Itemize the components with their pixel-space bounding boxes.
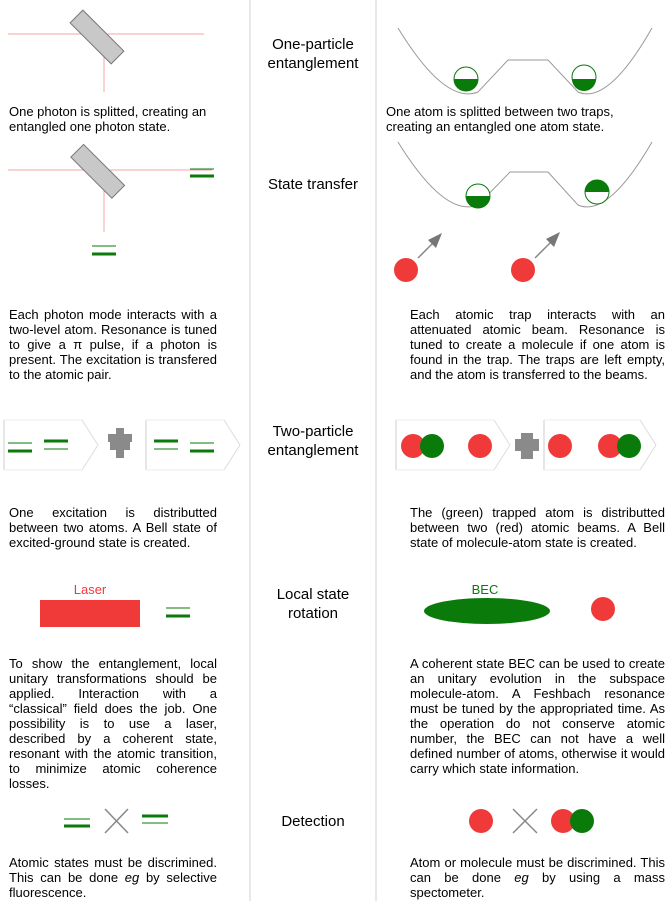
right-caption-5-eg: eg — [514, 870, 529, 885]
bell-state-atoms-diagram — [3, 419, 241, 471]
right-caption-2: Each atomic trap interacts with an atten… — [410, 307, 665, 382]
cross-icon-right — [512, 808, 538, 834]
heading-state-transfer: State transfer — [267, 176, 359, 193]
red-atom-bec — [591, 597, 615, 621]
detect-atom — [469, 809, 493, 833]
cross-icon-left — [104, 808, 129, 834]
atom-ground-b — [190, 442, 214, 453]
beam-splitter-diagram — [8, 9, 204, 92]
right-caption-3: The (green) trapped atom is distributted… — [410, 505, 665, 550]
laser-label: Laser — [73, 582, 107, 597]
left-caption-5-a: Atomic states must be discrimined. This … — [9, 855, 217, 885]
atom-state-1 — [64, 818, 90, 828]
bec-label: BEC — [471, 582, 499, 597]
half-atom-right-2 — [584, 179, 610, 205]
trap-beam-diagram — [394, 141, 653, 282]
right-caption-5-a: Atom or molecule must be discrimined. Th… — [410, 855, 665, 885]
heading-local-rotation: Local state rotation — [276, 586, 350, 622]
right-caption-5: Atom or molecule must be discrimined. Th… — [410, 855, 665, 900]
atom-beam-b — [548, 434, 572, 458]
bec-cloud — [424, 598, 550, 624]
two-level-atom-right — [190, 168, 214, 178]
beam-splitter — [69, 9, 125, 65]
right-caption-5-b: by using a mass spectometer. — [410, 870, 665, 900]
left-caption-5-b: by selective fluorescence. — [9, 870, 217, 900]
detect-molecule — [551, 809, 594, 833]
arrow-head-right — [546, 232, 560, 247]
right-caption-1: One atom is splitted between two traps, … — [386, 104, 614, 134]
left-caption-1: One photon is splitted, creating an enta… — [9, 104, 207, 134]
atom-state-2 — [142, 814, 168, 824]
two-level-atom-laser — [166, 607, 190, 618]
heading-one-particle: One-particle entanglement — [267, 36, 359, 72]
atom-ground-a — [8, 442, 32, 453]
laser-block — [40, 600, 140, 627]
two-level-atom-bottom — [92, 245, 116, 256]
double-well-trap-diagram — [397, 27, 653, 95]
red-atom-left — [394, 258, 418, 282]
atom-excited-b — [154, 439, 178, 450]
detection-right-diagram — [469, 808, 594, 834]
arrow-head-left — [428, 233, 442, 248]
left-caption-2: Each photon mode interacts with a two-le… — [9, 307, 217, 382]
bell-state-molecule-diagram — [395, 419, 657, 471]
plus-symbol-right-v — [521, 433, 533, 459]
beam-splitter-2 — [70, 143, 126, 199]
right-caption-4: A coherent state BEC can be used to crea… — [410, 656, 665, 776]
atom-beam-a — [468, 434, 492, 458]
half-atom-left-2 — [465, 183, 491, 209]
photon-to-atom-diagram — [8, 143, 214, 256]
heading-two-particle: Two-particle entanglement — [267, 423, 359, 459]
atom-excited-a — [44, 439, 68, 450]
molecule-left — [401, 434, 444, 458]
left-caption-3: One excitation is distributted between t… — [9, 505, 217, 550]
detection-left-diagram — [64, 808, 168, 834]
left-caption-5: Atomic states must be discrimined. This … — [9, 855, 217, 900]
left-caption-5-eg: eg — [124, 870, 140, 885]
half-atom-left — [453, 66, 479, 92]
red-atom-right — [511, 258, 535, 282]
left-caption-4: To show the entanglement, local unitary … — [9, 656, 217, 791]
heading-detection: Detection — [281, 813, 345, 830]
half-atom-right — [571, 64, 597, 91]
molecule-right — [598, 434, 641, 458]
